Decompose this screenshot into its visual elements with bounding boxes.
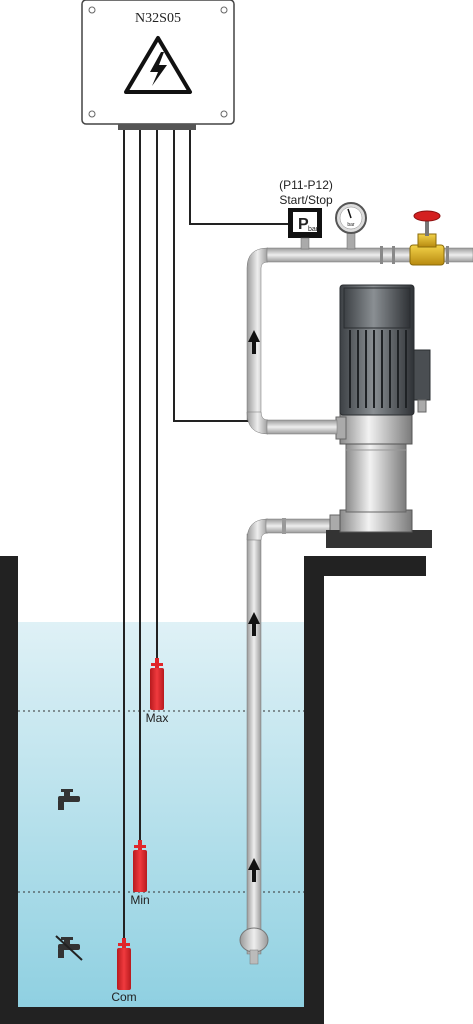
pressure-switch-function: Start/Stop [279, 193, 333, 207]
level-sensor-max: Max [146, 658, 169, 725]
foot-valve [239, 927, 269, 953]
control-box-model: N32S05 [135, 11, 181, 26]
pump-base-slab [324, 556, 426, 576]
tank-floor [0, 1007, 324, 1024]
vertical-pump [326, 284, 432, 548]
level-sensor-common: Com [111, 938, 137, 1004]
tank-wall-right [304, 556, 324, 1024]
sensor-cables [123, 128, 338, 940]
high-voltage-warning-icon [124, 36, 192, 94]
pressure-switch-param: (P11-P12) [279, 178, 333, 192]
level-sensor-min: Min [130, 840, 150, 907]
pressure-gauge-icon: bar [335, 202, 367, 250]
gate-valve-icon [409, 210, 445, 266]
water-tank [0, 556, 324, 1024]
level-label-max: Max [146, 711, 169, 725]
pressure-switch: (P11-P12) Start/Stop P bar [279, 178, 333, 250]
level-label-min: Min [130, 893, 149, 907]
no-water-tap-icon [55, 935, 83, 961]
level-label-common: Com [111, 990, 136, 1004]
flow-arrow-icon [248, 612, 260, 882]
pressure-gauge-unit: bar [347, 222, 355, 228]
pressure-switch-unit: bar [308, 226, 319, 233]
pressure-switch-symbol: P [298, 216, 309, 233]
flow-arrow-icon [248, 330, 260, 354]
water-tap-icon [58, 789, 80, 810]
control-box: N32S05 [81, 0, 235, 130]
tank-wall-left [0, 556, 18, 1024]
